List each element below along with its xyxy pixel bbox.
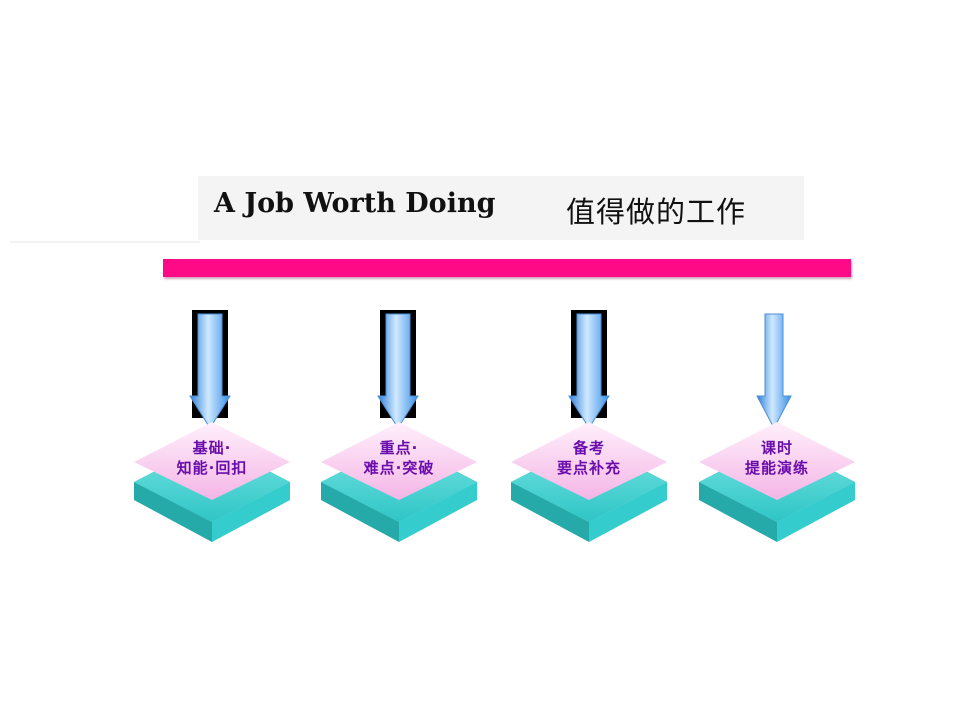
module-label-line2: 知能·回扣 [176,459,248,477]
module-graphic [134,310,290,542]
module-label-line1: 重点· [379,439,419,457]
module-graphic [699,313,855,542]
module-label: 备考 要点补充 [509,438,669,478]
module-label: 基础· 知能·回扣 [132,438,292,478]
module-graphic [321,310,477,542]
module-label: 重点· 难点·突破 [319,438,479,478]
module-practice[interactable]: 课时 提能演练 [697,310,867,550]
module-label-line1: 课时 [760,439,793,457]
title-english: A Job Worth Doing [214,188,496,219]
module-key-points[interactable]: 重点· 难点·突破 [319,310,489,550]
title-underline-bar [163,259,851,277]
module-label-line1: 基础· [192,439,232,457]
module-label-line1: 备考 [572,439,605,457]
title-chinese: 值得做的工作 [566,195,747,229]
module-label-line2: 提能演练 [744,459,809,477]
module-graphic [511,310,667,542]
title-box: A Job Worth Doing 值得做的工作 [198,176,804,240]
divider-line [10,241,200,243]
module-exam-prep[interactable]: 备考 要点补充 [509,310,679,550]
module-basics[interactable]: 基础· 知能·回扣 [132,310,302,550]
module-label-line2: 要点补充 [556,459,621,477]
module-label: 课时 提能演练 [697,438,857,478]
module-label-line2: 难点·突破 [363,459,435,477]
